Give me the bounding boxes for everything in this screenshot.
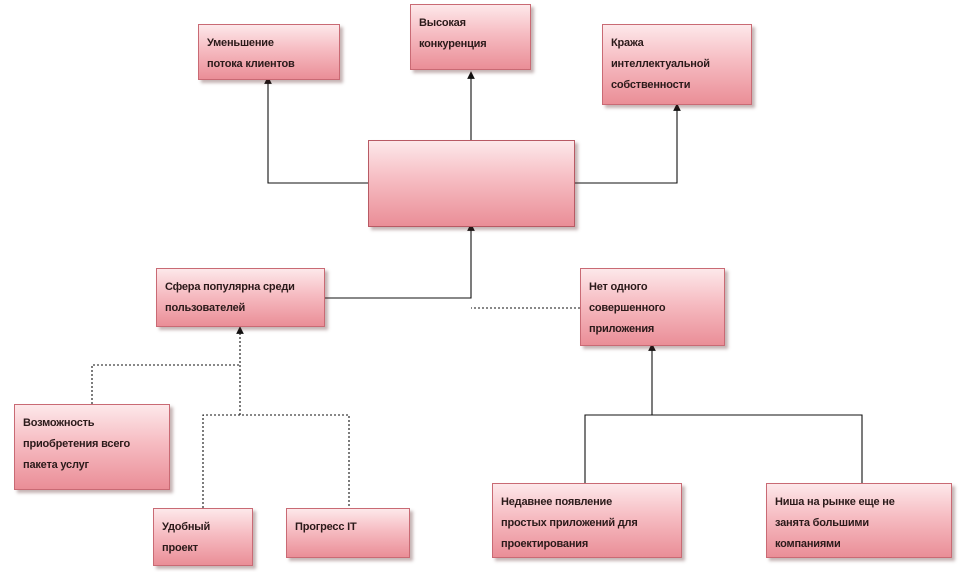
- node-recent-apps: Недавнее появление простых приложений дл…: [492, 483, 682, 558]
- node-convenient: Удобный проект: [153, 508, 253, 566]
- node-popular: Сфера популярна среди пользователей: [156, 268, 325, 327]
- edge-bottom-right-bracket: [584, 414, 863, 483]
- edge-popular-to-center: [325, 223, 475, 299]
- edge-convenient-to-popular: [202, 414, 350, 508]
- edge-center-to-customer-flow: [264, 76, 368, 184]
- node-niche: Ниша на рынке еще не занята большими ком…: [766, 483, 952, 558]
- node-competition: Высокая конкуренция: [410, 4, 531, 70]
- node-package: Возможность приобретения всего пакета ус…: [14, 404, 170, 490]
- central-problem-node: [368, 140, 575, 227]
- node-it-progress: Прогресс IT: [286, 508, 410, 558]
- node-customer-flow: Уменьшение потока клиентов: [198, 24, 340, 80]
- edge-package-to-popular: [91, 364, 240, 404]
- node-ip-theft: Кража интеллектуальной собственности: [602, 24, 752, 105]
- node-no-perfect-app: Нет одного совершенного приложения: [580, 268, 725, 346]
- edge-center-to-ip-theft: [575, 103, 681, 184]
